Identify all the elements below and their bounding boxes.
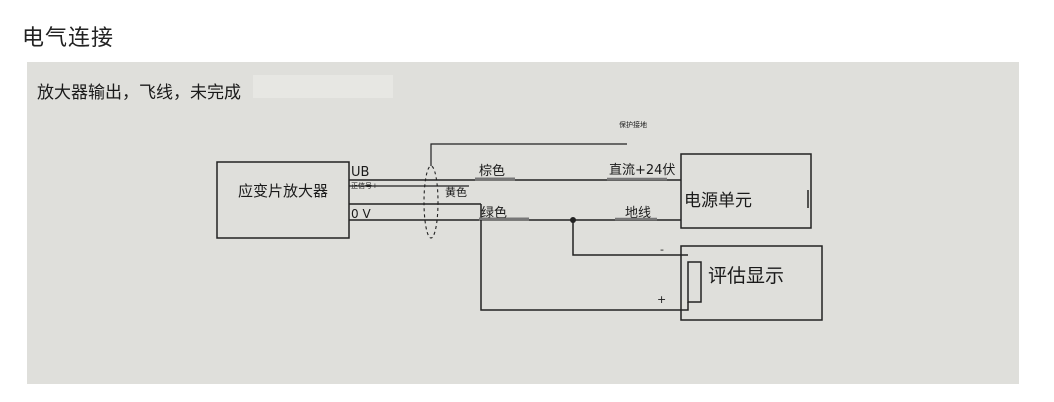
diagram-panel: 放大器输出，飞线，未完成 应变片放大器 电源单元 评估显示 - + UB 正信号… <box>27 62 1019 384</box>
power-unit-label: 电源单元 <box>684 191 752 211</box>
plus-label: + <box>657 293 666 306</box>
page-title: 电气连接 <box>22 26 115 51</box>
wire-display-minus <box>572 220 688 256</box>
terminal-ub: UB <box>351 165 369 180</box>
terminal-0v: 0 V <box>351 207 371 221</box>
wire-brown-label: 棕色 <box>479 163 505 179</box>
shield-ground-label: 保护接地 <box>619 120 647 129</box>
power-unit-box <box>680 153 812 229</box>
display-resistor <box>687 261 702 303</box>
wire-display-plus <box>480 220 689 311</box>
shield-ground-wire <box>430 143 627 166</box>
wire-yellow-label: 黄色 <box>445 185 467 199</box>
minus-label: - <box>660 243 664 256</box>
wire-ground-label: 地线 <box>625 206 651 221</box>
display-label: 评估显示 <box>708 265 784 287</box>
caption-highlight <box>253 75 393 98</box>
wire-green-label: 绿色 <box>481 205 507 221</box>
amplifier-box <box>216 161 350 239</box>
wiring-diagram: 应变片放大器 电源单元 评估显示 - + UB 正信号+ 0 V 棕色 直流+2… <box>216 120 823 321</box>
display-box <box>680 245 823 321</box>
diagram-caption: 放大器输出，飞线，未完成 <box>37 83 241 103</box>
cable-shield <box>423 165 439 239</box>
amplifier-label: 应变片放大器 <box>238 182 328 200</box>
wire-dc24-label: 直流+24伏 <box>609 163 675 178</box>
